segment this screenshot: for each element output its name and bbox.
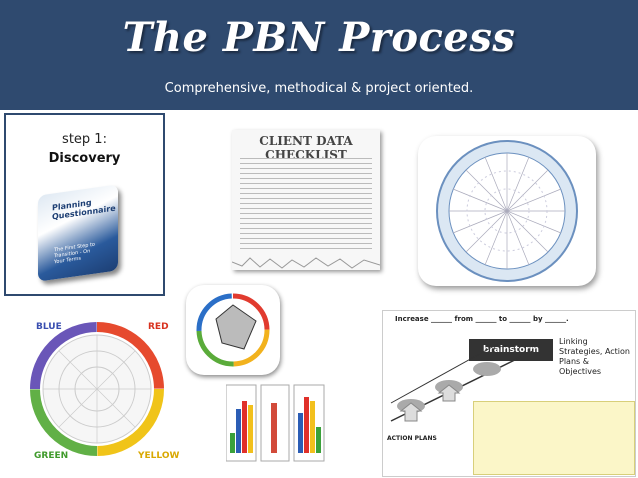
action-plans-label: ACTION PLANS [387,435,437,442]
torn-edge [232,257,380,269]
questionnaire-booklet-image: Planning Questionnaire The First Step to… [34,184,120,284]
brainstorm-worksheet-image: Increase ______ from ______ to ______ by… [382,310,636,477]
bar-charts-graphic [225,384,325,462]
brainstorm-logo: brainstorm [469,339,553,361]
page-title: The PBN Process [122,14,516,61]
green-label: GREEN [34,451,69,461]
radar-chart-icon [186,285,280,375]
header-banner: The PBN Process Comprehensive, methodica… [0,0,638,110]
steps-diagram [390,340,534,422]
yellow-label: YELLOW [138,451,180,461]
brainstorm-heading: Linking Strategies, Action Plans & Objec… [559,337,630,376]
step-number: step 1: [62,132,107,147]
red-label: RED [148,322,169,332]
color-wheel-graphic [30,322,164,456]
vision-statement-form [473,401,635,475]
client-data-checklist-image: CLIENT DATA CHECKLIST [232,130,380,270]
checklist-rows [240,154,372,253]
radar-graphic [196,293,270,367]
blue-label: BLUE [36,322,62,332]
life-wheel-image [418,136,596,286]
bar-charts-image [225,383,326,463]
step-name: Discovery [48,151,121,166]
page-subtitle: Comprehensive, methodical & project orie… [164,81,474,96]
color-wheel-image [30,322,165,457]
life-wheel-graphic [436,140,578,282]
increase-line: Increase ______ from ______ to ______ by… [395,315,569,323]
step-box: step 1: Discovery Planning Questionnaire… [4,113,165,296]
